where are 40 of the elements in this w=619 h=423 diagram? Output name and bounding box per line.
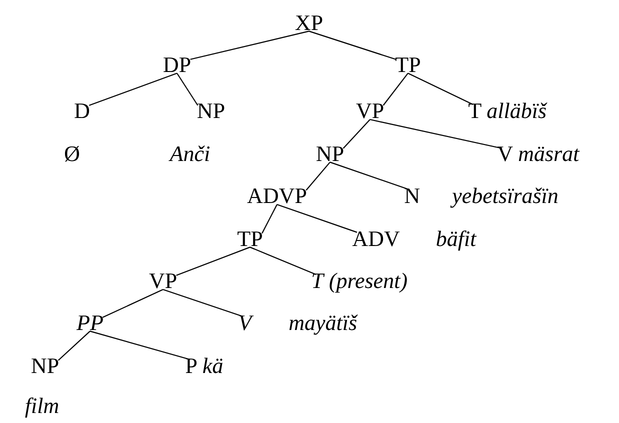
leaf-label: V mäsrat (497, 146, 580, 162)
tree-branch (382, 72, 408, 106)
tree-branch (176, 72, 198, 106)
tree-branch (330, 162, 410, 190)
tree-branch (102, 289, 164, 318)
tree-branch (250, 246, 316, 276)
tree-branch (370, 118, 502, 149)
category-label: NP (198, 104, 224, 118)
leaf-label: P kä (186, 358, 222, 374)
category-label: VP (356, 104, 384, 118)
category-label: NP (316, 146, 344, 161)
tree-branch (342, 119, 370, 149)
category-label: VP (149, 274, 176, 288)
category-label: D (74, 104, 90, 118)
tree-branch (88, 72, 178, 106)
tree-branch (90, 330, 190, 360)
category-label: DP (164, 58, 190, 72)
leaf-label: V mayätïš (239, 314, 358, 335)
category-label: TP (238, 232, 262, 246)
tree-branch (162, 289, 244, 318)
word-label: film (25, 398, 58, 418)
tree-branch (308, 30, 396, 60)
tree-branch (276, 204, 358, 233)
word-label: Anči (168, 146, 210, 162)
tree-branch (176, 246, 250, 276)
leaf-label: N yebetsïrašïn (404, 188, 558, 208)
tree-branch (262, 204, 278, 234)
tree-branch (408, 72, 474, 105)
leaf-label: T alläbïš (468, 102, 548, 118)
category-label: XP (295, 16, 322, 30)
category-label: PP (76, 316, 103, 330)
word-label: Ø (64, 146, 80, 162)
category-label: ADVP (247, 188, 306, 204)
tree-branch (306, 162, 330, 191)
category-label: T (present) (312, 272, 407, 293)
category-label: NP (32, 358, 58, 373)
category-label: TP (396, 58, 420, 72)
tree-branch (190, 30, 310, 60)
tree-branch (58, 330, 90, 361)
leaf-label: ADV bäfit (352, 230, 477, 251)
